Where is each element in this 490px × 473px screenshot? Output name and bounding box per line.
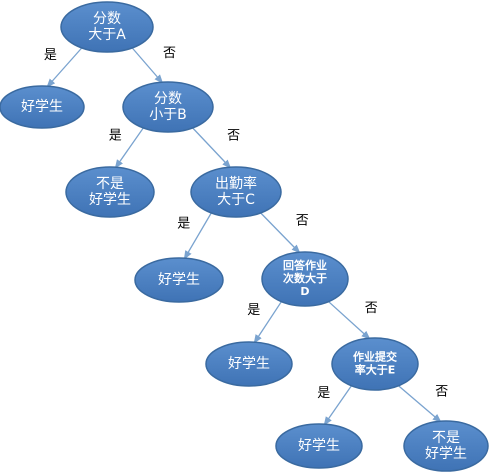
node-label-line: 好学生 xyxy=(89,192,131,208)
edge-n5-n7 xyxy=(260,212,301,254)
node-label-line: 好学生 xyxy=(298,438,340,454)
node-ellipse xyxy=(0,85,85,129)
node-label-line: 好学生 xyxy=(228,356,270,372)
node-n10: 好学生 xyxy=(275,423,363,469)
edge-label-yes: 是 xyxy=(247,303,260,318)
edge-n3-n4 xyxy=(114,127,144,169)
edge-label-no: 否 xyxy=(365,301,378,316)
node-label-line: D xyxy=(300,285,309,298)
edge-n9-n10 xyxy=(323,385,352,426)
node-n2: 好学生 xyxy=(0,85,85,129)
edge-n1-n3 xyxy=(131,47,164,84)
node-label-line: 不是 xyxy=(432,430,460,446)
node-ellipse xyxy=(134,257,224,303)
node-ellipse xyxy=(331,337,419,391)
node-label-line: 好学生 xyxy=(425,446,467,462)
node-label-line: 好学生 xyxy=(21,99,63,115)
node-label-line: 率大于E xyxy=(355,363,396,377)
node-n6: 好学生 xyxy=(134,257,224,303)
edge-label-yes: 是 xyxy=(317,386,330,401)
node-label-line: 分数 xyxy=(154,91,182,107)
edge-label-no: 否 xyxy=(227,129,240,144)
node-ellipse xyxy=(275,423,363,469)
node-label-line: 出勤率 xyxy=(215,175,257,192)
edge-n5-n6 xyxy=(183,212,212,260)
edge-label-no: 否 xyxy=(163,46,176,61)
node-label-line: 回答作业 xyxy=(283,258,327,272)
edge-labels-layer: 是否是否是否是否是否 xyxy=(44,46,448,401)
edges-layer xyxy=(46,47,442,426)
node-label-line: 好学生 xyxy=(158,272,200,288)
node-ellipse xyxy=(60,1,154,53)
edge-n7-n8 xyxy=(253,301,282,344)
node-ellipse xyxy=(205,341,293,387)
edge-label-yes: 是 xyxy=(109,129,122,144)
edge-label-yes: 是 xyxy=(177,217,190,232)
node-ellipse xyxy=(403,420,489,472)
node-ellipse xyxy=(261,251,349,307)
node-label-line: 不是 xyxy=(96,176,124,192)
edge-label-no: 否 xyxy=(435,384,448,399)
edge-n7-n9 xyxy=(328,301,371,340)
node-n8: 好学生 xyxy=(205,341,293,387)
node-label-line: 分数 xyxy=(93,11,121,27)
node-ellipse xyxy=(65,166,155,218)
edge-label-yes: 是 xyxy=(44,48,57,63)
node-label-line: 作业提交 xyxy=(353,350,397,364)
edge-n1-n2 xyxy=(46,47,83,88)
node-label-line: 小于B xyxy=(149,107,187,123)
node-label-line: 大于C xyxy=(217,192,255,208)
edge-n9-n11 xyxy=(398,385,442,423)
node-label-line: 次数大于 xyxy=(283,271,327,285)
node-label-line: 大于A xyxy=(88,27,126,43)
edge-n3-n5 xyxy=(192,127,232,169)
node-ellipse xyxy=(190,166,282,218)
edge-label-no: 否 xyxy=(296,214,309,229)
node-ellipse xyxy=(122,81,214,133)
